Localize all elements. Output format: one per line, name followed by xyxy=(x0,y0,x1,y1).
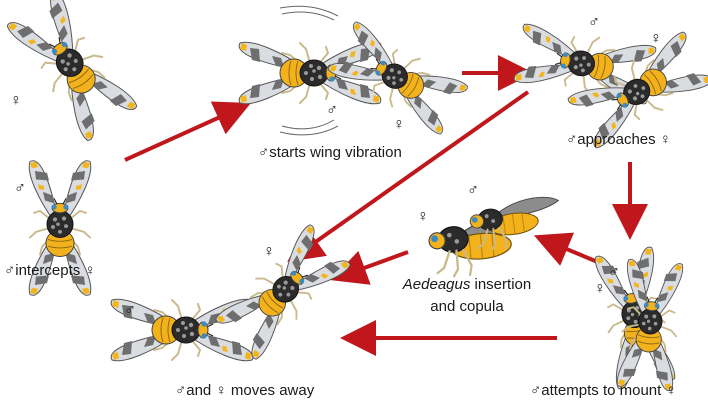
male-symbol: ♂ xyxy=(326,102,338,119)
female-symbol: ♀ xyxy=(10,92,22,109)
flow-arrows xyxy=(124,55,648,356)
fly-female-alone xyxy=(5,0,139,143)
label-wing-vibration: ♂starts wing vibration xyxy=(258,144,402,161)
male-symbol: ♂ xyxy=(608,264,620,281)
female-symbol: ♀ xyxy=(594,280,606,297)
female-symbol: ♀ xyxy=(263,243,275,260)
label-attempts-mount: ♂attempts to mount ♀ xyxy=(530,382,677,399)
fly-female-moving-away xyxy=(213,222,353,362)
label-approaches: ♂approaches ♀ xyxy=(566,131,672,148)
male-symbol: ♂ xyxy=(14,180,26,197)
male-symbol: ♂ xyxy=(124,302,136,319)
label-moves-away: ♂and ♀ moves away xyxy=(175,382,315,399)
fly-male-vibrating xyxy=(238,5,382,136)
arrow-approach-to-moveaway xyxy=(287,90,530,262)
label-aedeagus-insertion: Aedeagus insertion xyxy=(396,276,538,294)
aedeagus-word: Aedeagus xyxy=(402,276,471,293)
female-symbol: ♀ xyxy=(393,116,405,133)
arrow-copula-to-moveaway xyxy=(330,250,409,285)
arrow-intercept-to-vibration xyxy=(124,101,251,162)
female-symbol: ♀ xyxy=(417,208,429,225)
female-symbol: ♀ xyxy=(650,30,662,47)
male-symbol: ♂ xyxy=(588,14,600,31)
flies-copulating xyxy=(426,193,565,280)
male-symbol: ♂ xyxy=(467,182,479,199)
insertion-word: insertion xyxy=(470,276,532,293)
label-and-copula: and copula xyxy=(430,298,504,315)
label-intercepts: ♂intercepts ♀ xyxy=(4,262,96,279)
